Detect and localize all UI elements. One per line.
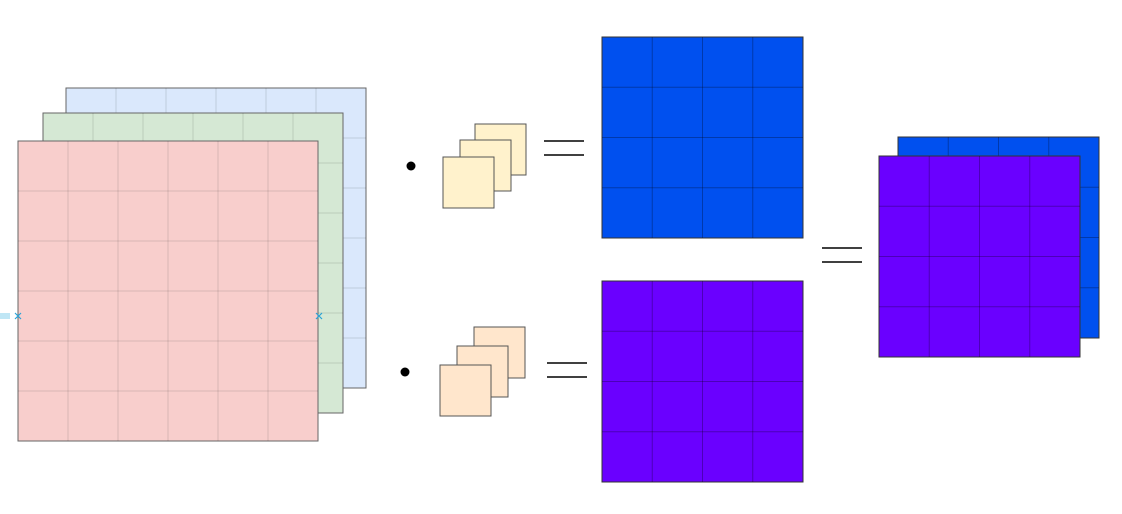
- equals-operator-2: [547, 362, 587, 378]
- output-front-body: [878, 155, 1081, 358]
- filter-2-layer: [439, 364, 492, 417]
- filter-1-layer: [442, 156, 495, 209]
- output-front: [878, 155, 1081, 358]
- feature-map-2: [601, 280, 804, 483]
- connection-marker-icon: [14, 312, 22, 320]
- feature-map-1-body: [601, 36, 804, 239]
- input-channel-1-body: [17, 140, 319, 442]
- filter-1: [442, 123, 527, 209]
- input-channel-1: [17, 140, 319, 442]
- equals-operator-3: [822, 247, 862, 263]
- connection-marker-icon: [315, 312, 323, 320]
- feature-map-2-body: [601, 280, 804, 483]
- feature-map-1: [601, 36, 804, 239]
- multiply-dot-operator: [406, 161, 416, 171]
- equals-operator-1: [544, 140, 584, 156]
- multiply-dot-operator: [400, 367, 410, 377]
- filter-2: [439, 326, 526, 417]
- edge-handle: [0, 313, 10, 319]
